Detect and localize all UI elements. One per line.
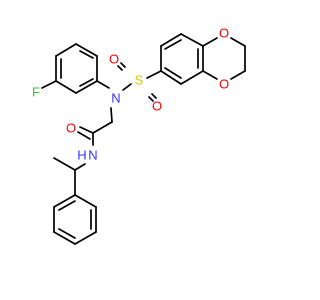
bond (77, 131, 91, 140)
bond (74, 231, 97, 245)
bond (41, 80, 57, 89)
bond (110, 107, 113, 123)
atom-oxygen-dioxane-lower: O (219, 77, 229, 92)
bond (117, 65, 123, 71)
atom-sulfur: S (135, 73, 144, 88)
bond (92, 121, 113, 134)
bond-lines (41, 33, 246, 245)
bond (55, 80, 77, 94)
bond (79, 50, 94, 59)
bond (151, 93, 157, 99)
atom-fluorine: F (32, 85, 40, 100)
bond (53, 194, 76, 208)
bond (146, 70, 162, 79)
bond (202, 37, 218, 47)
bond (79, 126, 94, 134)
bond (58, 228, 76, 239)
atom-oxygen-sulfonyl-upper: O (109, 52, 119, 67)
atom-nitrogen-sulfonamide: N (111, 91, 120, 106)
bond (180, 33, 204, 47)
bond (74, 163, 86, 171)
atom-oxygen-carbonyl: O (66, 121, 76, 136)
bond (148, 96, 154, 102)
bond (230, 70, 246, 80)
bond (55, 43, 77, 57)
bond (58, 200, 76, 211)
atom-oxygen-sulfonyl-lower: O (152, 99, 162, 114)
bond (74, 194, 97, 208)
bond (164, 67, 182, 79)
bond (202, 70, 218, 80)
atom-nitrogen-amide: N (88, 148, 97, 163)
bond (79, 78, 94, 87)
atom-hydrogen-amide: H (77, 148, 86, 163)
bond (75, 80, 98, 94)
bond (53, 231, 76, 245)
bond (160, 33, 182, 47)
bond (75, 43, 98, 57)
atom-labels: F N S O O O O O N H (32, 26, 229, 163)
bond (53, 157, 76, 171)
bond (180, 70, 204, 85)
bond (230, 37, 246, 47)
atom-oxygen-dioxane-upper: O (219, 26, 229, 41)
bond (160, 70, 182, 85)
bond (122, 83, 132, 91)
bond (164, 39, 182, 50)
bond (120, 62, 126, 68)
bond (96, 80, 110, 89)
chemical-structure: F N S O O O O O N H (32, 26, 246, 245)
